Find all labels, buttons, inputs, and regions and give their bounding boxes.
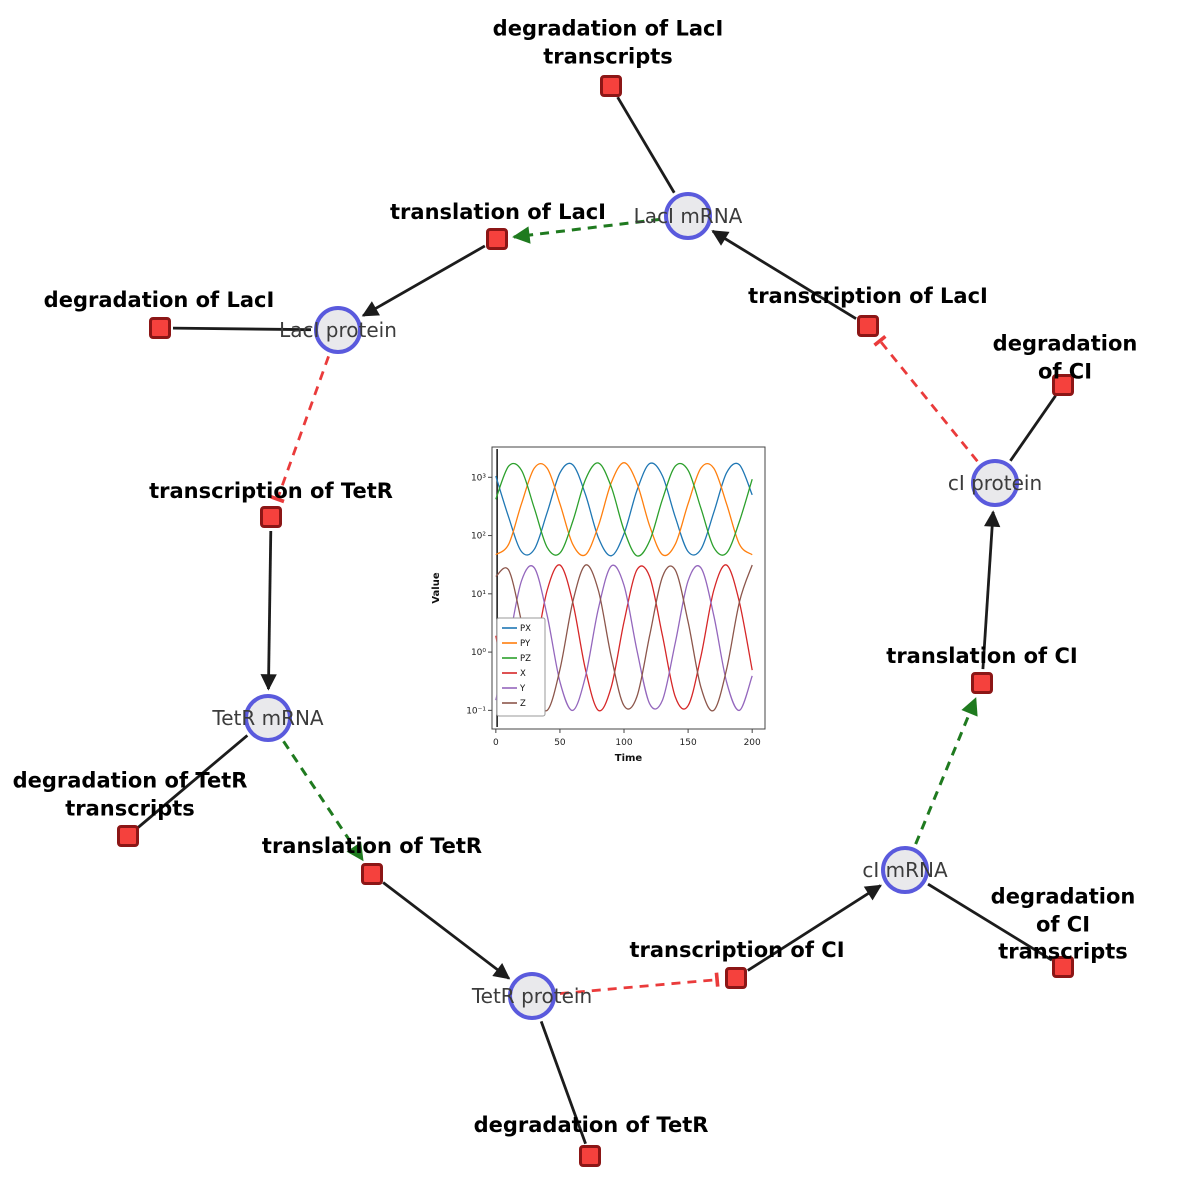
- edge-consumption-ci-mrna-deg-ci-tx: [927, 882, 1053, 962]
- edge-consumption-laci-mrna-deg-laci-tx: [616, 96, 676, 194]
- species-label-laci-protein: LacI protein: [279, 318, 397, 342]
- species-label-tetr-protein: TetR protein: [471, 984, 593, 1008]
- reaction-label-tc-laci: transcription of LacI: [748, 284, 988, 309]
- reaction-node-tl-ci[interactable]: [971, 672, 993, 694]
- y-tick-label: 10¹: [471, 590, 486, 600]
- species-node-laci-protein[interactable]: [314, 306, 362, 354]
- reaction-node-deg-ci-tx[interactable]: [1052, 956, 1074, 978]
- series-line-PY: [495, 462, 753, 557]
- legend-label-PZ: PZ: [520, 654, 531, 664]
- species-node-tetr-protein[interactable]: [508, 972, 556, 1020]
- x-tick-label: 150: [680, 738, 697, 748]
- species-label-ci-mrna: cI mRNA: [862, 858, 948, 882]
- x-axis-label: Time: [615, 753, 643, 763]
- x-tick-label: 0: [493, 738, 499, 748]
- reaction-node-tc-laci[interactable]: [857, 315, 879, 337]
- edge-production-tc-ci-ci-mrna: [747, 884, 882, 972]
- series-line-Y: [495, 564, 753, 712]
- plot-border: [491, 446, 766, 730]
- reaction-label-deg-laci-tx: degradation of LacI transcripts: [492, 16, 724, 68]
- y-axis-ticks: 10⁻¹ 10⁰ 10¹ 10² 10³: [466, 473, 492, 716]
- reaction-label-tl-ci: translation of CI: [886, 644, 1078, 669]
- x-tick-label: 100: [615, 738, 632, 748]
- species-node-ci-protein[interactable]: [971, 459, 1019, 507]
- y-tick-label: 10⁰: [471, 648, 486, 658]
- edge-modifier-ci-mrna-tl-ci: [914, 697, 978, 845]
- reaction-node-tc-ci[interactable]: [725, 967, 747, 989]
- reaction-node-deg-tetr-tx[interactable]: [117, 825, 139, 847]
- reaction-label-deg-ci: degradation of CI: [992, 331, 1138, 383]
- edge-modifier-laci-mrna-tl-laci: [512, 217, 661, 244]
- y-tick-label: 10³: [471, 473, 486, 483]
- edge-production-tc-tetr-tetr-mrna: [260, 530, 277, 691]
- species-label-laci-mrna: LacI mRNA: [633, 204, 743, 228]
- edge-production-tl-ci-ci-protein: [981, 510, 1001, 670]
- reaction-node-deg-laci-tx[interactable]: [600, 75, 622, 97]
- edge-inhibition-tetr-protein-tc-ci: [559, 972, 720, 995]
- edge-consumption-ci-protein-deg-ci: [1009, 394, 1057, 462]
- reaction-node-deg-laci[interactable]: [149, 317, 171, 339]
- reaction-node-deg-tetr[interactable]: [579, 1145, 601, 1167]
- reaction-label-deg-laci: degradation of LacI: [43, 288, 275, 313]
- reaction-node-deg-ci[interactable]: [1052, 374, 1074, 396]
- series-line-PZ: [495, 462, 753, 557]
- edge-consumption-tetr-protein-deg-tetr: [539, 1020, 587, 1145]
- species-label-ci-protein: cI protein: [947, 471, 1043, 495]
- species-label-tetr-mrna: TetR mRNA: [212, 706, 324, 730]
- series-line-PX: [495, 462, 753, 557]
- reaction-label-tc-ci: transcription of CI: [629, 938, 845, 963]
- y-tick-label: 10²: [471, 532, 486, 542]
- legend-label-PX: PX: [520, 624, 531, 634]
- species-node-ci-mrna[interactable]: [881, 846, 929, 894]
- legend-label-Y: Y: [519, 684, 526, 694]
- species-node-tetr-mrna[interactable]: [244, 694, 292, 742]
- edge-inhibition-ci-protein-tc-laci: [873, 334, 979, 463]
- edge-modifier-tetr-mrna-tl-tetr: [282, 740, 364, 862]
- legend-label-PY: PY: [520, 639, 531, 649]
- edge-consumption-laci-protein-deg-laci: [172, 326, 312, 332]
- legend-label-Z: Z: [520, 699, 526, 709]
- reaction-label-deg-ci-tx: degradation of CI transcripts: [990, 884, 1136, 964]
- edge-consumption-tetr-mrna-deg-tetr-tx: [137, 734, 249, 829]
- reaction-label-deg-tetr-tx: degradation of TetR transcripts: [12, 768, 248, 820]
- edge-production-tl-tetr-tetr-protein: [382, 881, 511, 980]
- x-axis-ticks: 0 50 100 150 200: [493, 729, 761, 748]
- reaction-node-tl-laci[interactable]: [486, 228, 508, 250]
- y-axis-label: Value: [431, 572, 442, 603]
- chart-legend: PX PY PZ XYZ: [496, 617, 546, 717]
- edge-production-tc-laci-laci-mrna: [711, 229, 857, 320]
- edge-production-tl-laci-laci-protein: [361, 244, 486, 317]
- reaction-label-deg-tetr: degradation of TetR: [473, 1113, 709, 1138]
- reaction-label-tl-tetr: translation of TetR: [261, 834, 483, 859]
- reaction-label-tc-tetr: transcription of TetR: [149, 479, 393, 504]
- species-node-laci-mrna[interactable]: [664, 192, 712, 240]
- legend-label-X: X: [520, 669, 526, 679]
- reaction-node-tc-tetr[interactable]: [260, 506, 282, 528]
- x-tick-label: 50: [554, 738, 566, 748]
- y-tick-label: 10⁻¹: [466, 706, 486, 716]
- reaction-node-tl-tetr[interactable]: [361, 863, 383, 885]
- x-tick-label: 200: [744, 738, 761, 748]
- reaction-label-tl-laci: translation of LacI: [390, 200, 606, 225]
